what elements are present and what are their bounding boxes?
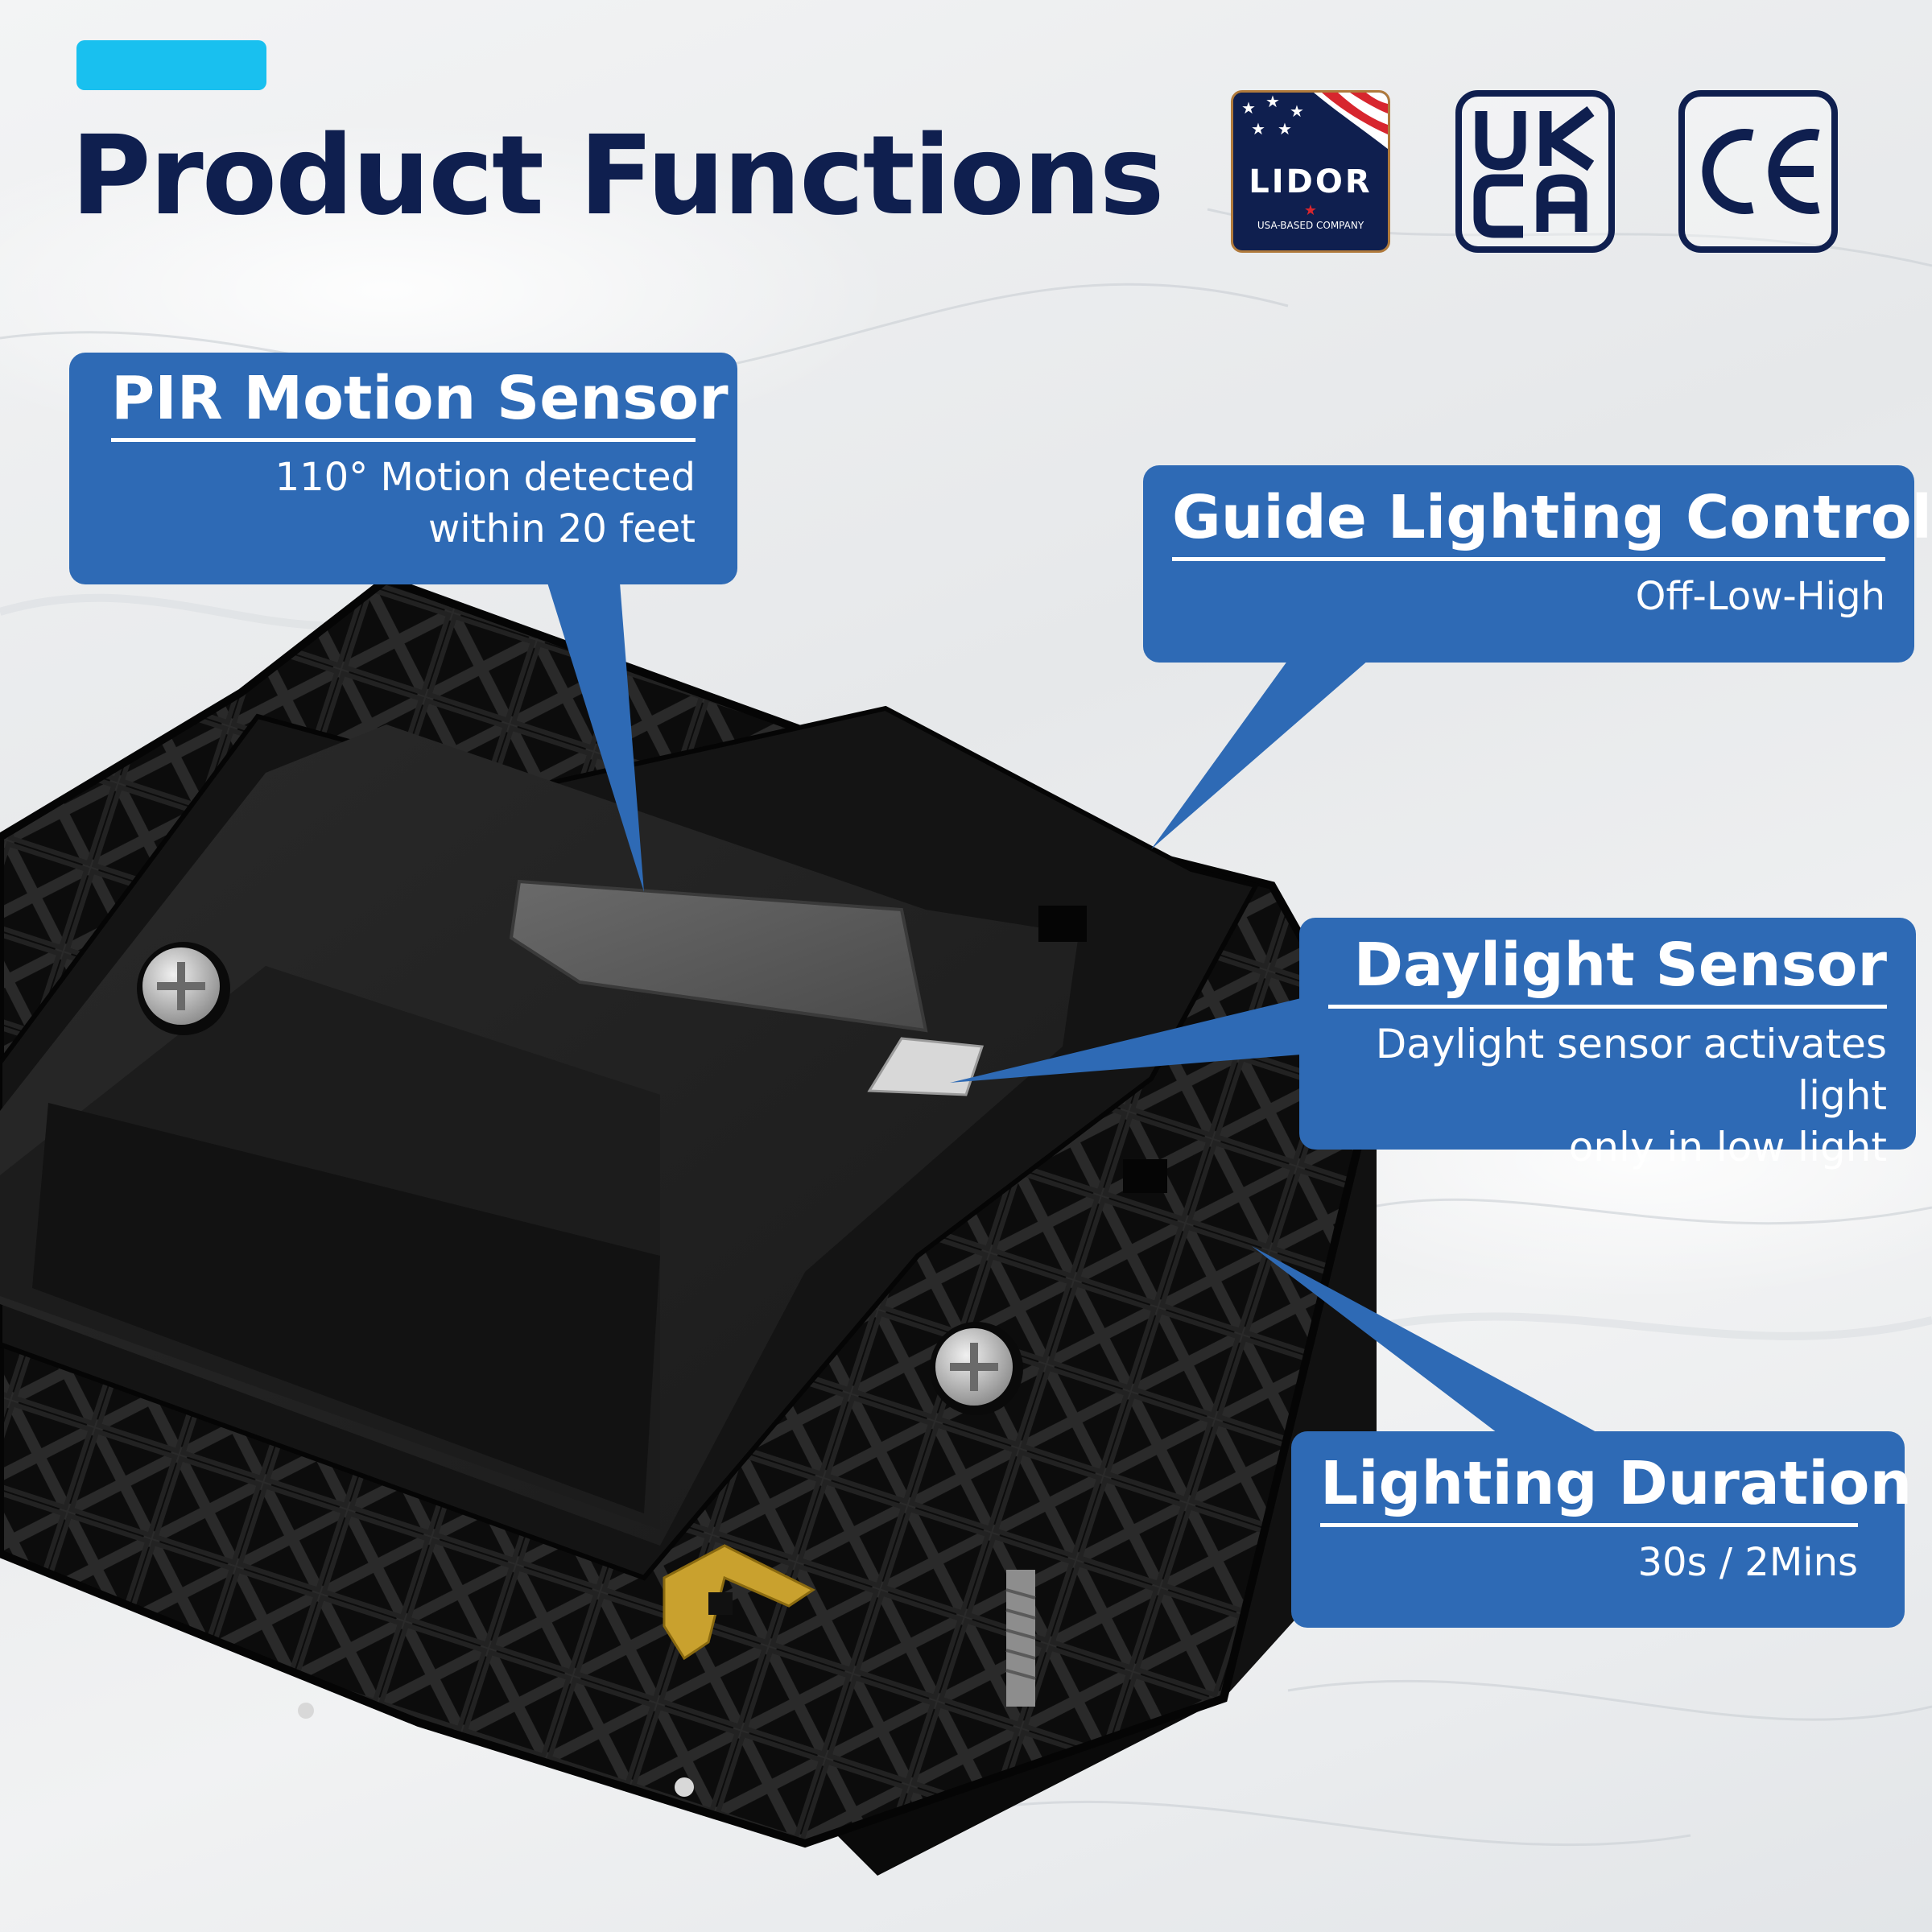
duration-callout-description: 30s / 2Mins xyxy=(1637,1540,1859,1585)
lidor-tagline: USA-BASED COMPANY xyxy=(1257,220,1364,231)
lidor-badge: ★★★ ★★ LIDOR ★ USA-BASED COMPANY xyxy=(1231,90,1390,253)
svg-text:★: ★ xyxy=(1265,93,1280,111)
page-title: Product Functions xyxy=(71,113,1165,240)
us-flag-icon: ★★★ ★★ xyxy=(1233,93,1388,157)
daylight-pointer xyxy=(950,998,1301,1083)
duration-callout-title: Lighting Duration xyxy=(1320,1454,1912,1527)
ce-mark: CE xyxy=(1678,90,1838,253)
guide-callout-title: Guide Lighting Control xyxy=(1172,488,1932,561)
ukca-logo-icon xyxy=(1473,106,1595,238)
duration-pointer xyxy=(1252,1246,1598,1433)
lighting-duration-callout: Lighting Duration 30s / 2Mins xyxy=(1291,1431,1912,1628)
guide-callout-description: Off-Low-High xyxy=(1635,574,1885,619)
guide-lighting-control-callout: Guide Lighting Control Off-Low-High xyxy=(1143,465,1932,663)
svg-text:★: ★ xyxy=(1290,101,1304,121)
ce-logo-icon xyxy=(1702,129,1820,214)
screw-top-left xyxy=(137,942,230,1035)
accent-bar xyxy=(76,40,266,90)
lidor-brand-text: LIDOR xyxy=(1249,163,1373,200)
daylight-callout-description: Daylight sensor activates light only in … xyxy=(1375,1021,1887,1170)
svg-text:★: ★ xyxy=(1278,119,1292,138)
ukca-mark: UKCA xyxy=(1455,90,1615,253)
star-icon: ★ xyxy=(1303,202,1318,219)
pir-callout-description: 110° Motion detected within 20 feet xyxy=(275,455,696,551)
daylight-callout-title: Daylight Sensor xyxy=(1328,935,1887,1009)
svg-text:★: ★ xyxy=(1251,119,1265,138)
daylight-sensor-callout: Daylight Sensor Daylight sensor activate… xyxy=(1299,918,1916,1170)
svg-text:★: ★ xyxy=(1241,98,1256,118)
screw-bottom-right xyxy=(930,1322,1023,1415)
guide-pointer xyxy=(1151,660,1368,849)
pir-pointer xyxy=(547,583,644,892)
pir-motion-sensor-callout: PIR Motion Sensor 110° Motion detected w… xyxy=(69,353,737,584)
pir-callout-title: PIR Motion Sensor xyxy=(111,369,729,442)
